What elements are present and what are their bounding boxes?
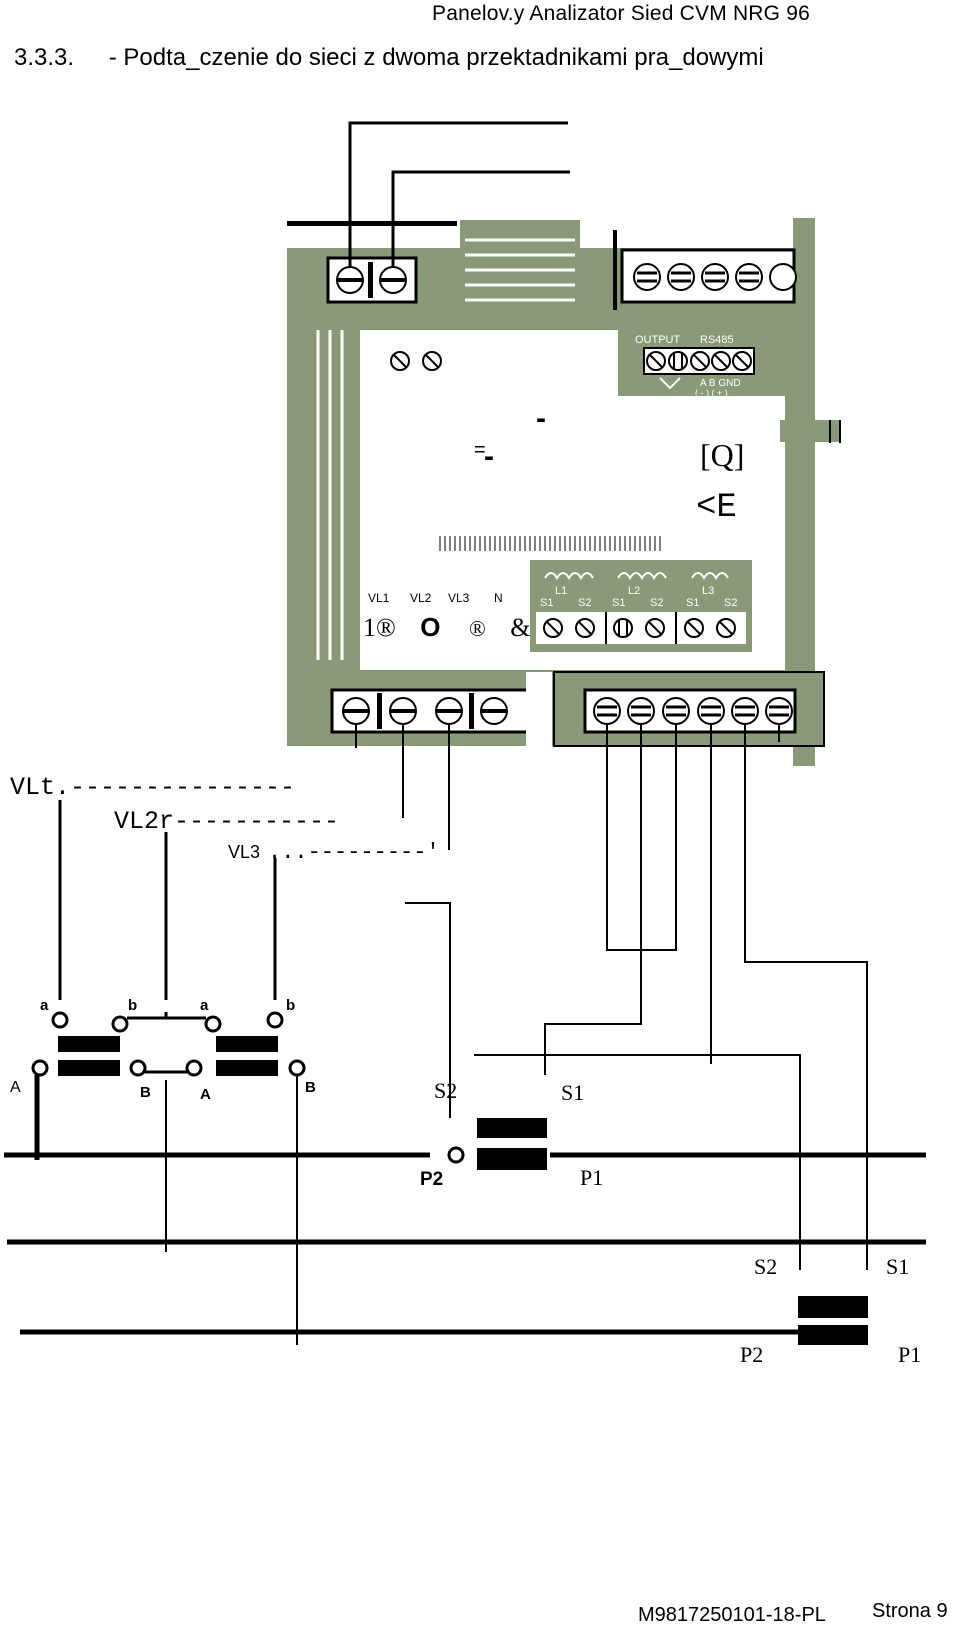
voltage-labels: VL1 VL2 VL3 N [368,591,503,605]
ct1-core-bottom [477,1148,547,1170]
section-title: 3.3.3. - Podta_czenie do sieci z dwoma p… [14,44,764,72]
vl3-line: ...---------' [268,840,440,865]
document-header: Panelov.y Analizator Sied CVM NRG 96 [432,2,810,25]
vt1-core-top [58,1036,120,1052]
ct2-p1: P1 [898,1342,921,1367]
svg-text:VL2: VL2 [410,591,432,605]
ct1-s1: S1 [561,1080,584,1105]
device-rail [793,218,815,766]
section-number: 3.3.3. [14,44,75,71]
svg-text:N: N [494,591,503,605]
svg-text:VL1: VL1 [368,591,390,605]
vt1-core-bottom [58,1060,120,1076]
vt-feeders [58,800,277,1018]
output-label: OUTPUT [635,334,681,346]
power-wire-2 [391,170,570,267]
svg-text:L1: L1 [555,585,567,597]
output-terminal-labels: A B GND [700,378,741,389]
power-terminal-screw [336,266,364,294]
current-transformer-2: S2 S1 P2 P1 [740,1254,921,1367]
vl2-line: VL2r----------- [114,807,339,836]
power-supply-label: POWLR SUPPLY [365,334,452,346]
svg-text:S1: S1 [540,597,553,609]
svg-text:S2: S2 [578,597,591,609]
svg-text:L3: L3 [702,585,714,597]
page-number: Strona 9 [872,1600,948,1622]
svg-text:A: A [200,1086,211,1103]
output-terminal-sub: ( - ) ( + ) [695,388,728,398]
ct1-p1: P1 [580,1165,603,1190]
svg-text:B: B [140,1084,151,1101]
device-top-stripes [460,220,580,310]
voltage-transformers: a b a b B A B A [10,997,320,1103]
vt2-core-top [216,1036,278,1052]
ct2-core-top [798,1296,868,1318]
vl1-line: VLt.--------------- [10,773,295,802]
analyzer-device: POWLR SUPPLY OUTPUT RS485 A B GND ( - ) … [287,121,841,766]
document-code: M9817250101-18-PL [638,1604,826,1626]
display-q: [Q] [700,437,744,473]
display-stripes [439,536,661,551]
vt-top-labels: a b a b [40,997,295,1014]
vt2-core-bottom [216,1060,278,1076]
power-wire-1 [348,121,568,267]
ct-input-coils [544,572,729,580]
ct1-core-top [477,1118,547,1138]
ct2-core-bottom [798,1325,868,1345]
ct1-s2: S2 [434,1078,457,1103]
ct2-s2: S2 [754,1254,777,1279]
ct-input-labels: L1 L2 L3 S1 S2 S1 S2 S1 S2 [540,585,737,609]
svg-text:VL3: VL3 [448,591,470,605]
vt-bottom-labels: B A B [140,1079,316,1103]
ct-wiring [405,724,868,1270]
svg-text:S1: S1 [612,597,625,609]
voltage-leads [355,724,450,850]
current-transformer-1: S2 S1 P2 P1 [420,1078,603,1190]
display-eq: = [474,439,486,461]
svg-text:L2: L2 [628,585,640,597]
svg-text:S2: S2 [724,597,737,609]
rs485-label: RS485 [700,334,734,346]
svg-text:S1: S1 [686,597,699,609]
svg-text:b: b [128,997,137,1014]
display-e: <E [696,489,737,527]
rail-clip [780,420,840,442]
section-heading: - Podta_czenie do sieci z dwoma przektad… [108,44,764,71]
vt-label-a-left: A [10,1079,21,1096]
voltage-symbols: 1® O ® &1 [363,612,543,642]
ct2-s1: S1 [886,1254,909,1279]
svg-text:a: a [200,997,209,1014]
vt-primary-leads [34,1075,298,1345]
svg-text:B: B [305,1079,316,1096]
svg-text:a: a [40,997,49,1014]
svg-text:S2: S2 [650,597,663,609]
ct2-p2: P2 [740,1342,763,1367]
svg-text:b: b [286,997,295,1014]
vl3-label: VL3 [228,842,260,862]
ct1-p2: P2 [420,1169,443,1190]
display-dash: - [536,402,546,435]
device-top-bar [287,221,457,226]
power-terminal-screw [379,266,407,294]
display-dash-2: - [484,440,494,473]
